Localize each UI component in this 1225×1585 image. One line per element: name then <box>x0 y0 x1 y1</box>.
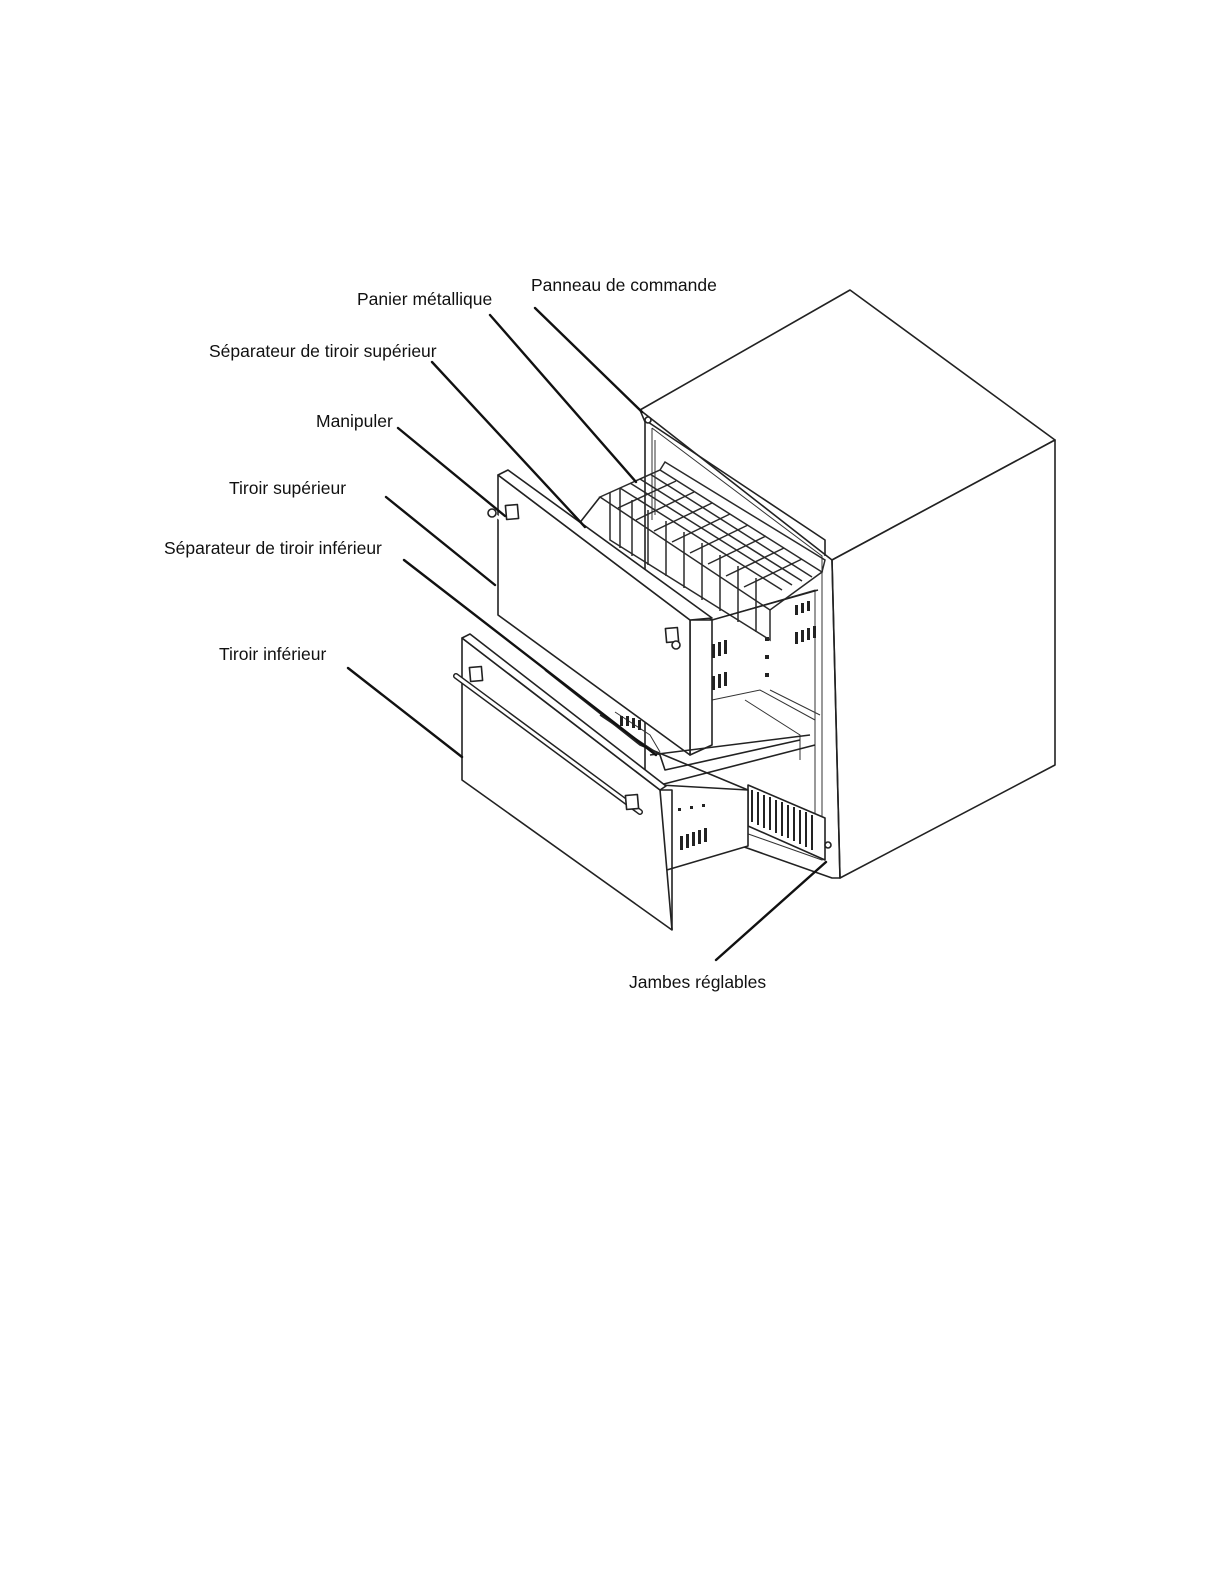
label-jambes-reglables: Jambes réglables <box>629 972 766 992</box>
label-separateur-tiroir-superieur: Séparateur de tiroir supérieur <box>209 341 437 361</box>
leader-tiroir-superieur <box>386 497 495 585</box>
leader-panneau-de-commande <box>535 308 642 412</box>
label-tiroir-inferieur: Tiroir inférieur <box>219 644 326 664</box>
label-manipuler: Manipuler <box>316 411 393 431</box>
vent-grille <box>748 785 825 860</box>
label-separateur-tiroir-inferieur: Séparateur de tiroir inférieur <box>164 538 382 558</box>
label-panier-metallique: Panier métallique <box>357 289 492 309</box>
label-tiroir-superieur: Tiroir supérieur <box>229 478 346 498</box>
adjustable-leg <box>825 842 831 848</box>
leader-jambes-reglables <box>716 862 826 960</box>
label-panneau-de-commande: Panneau de commande <box>531 275 717 295</box>
leader-manipuler <box>398 428 505 516</box>
leader-panier-metallique <box>490 315 636 482</box>
leader-tiroir-inferieur <box>348 668 462 757</box>
